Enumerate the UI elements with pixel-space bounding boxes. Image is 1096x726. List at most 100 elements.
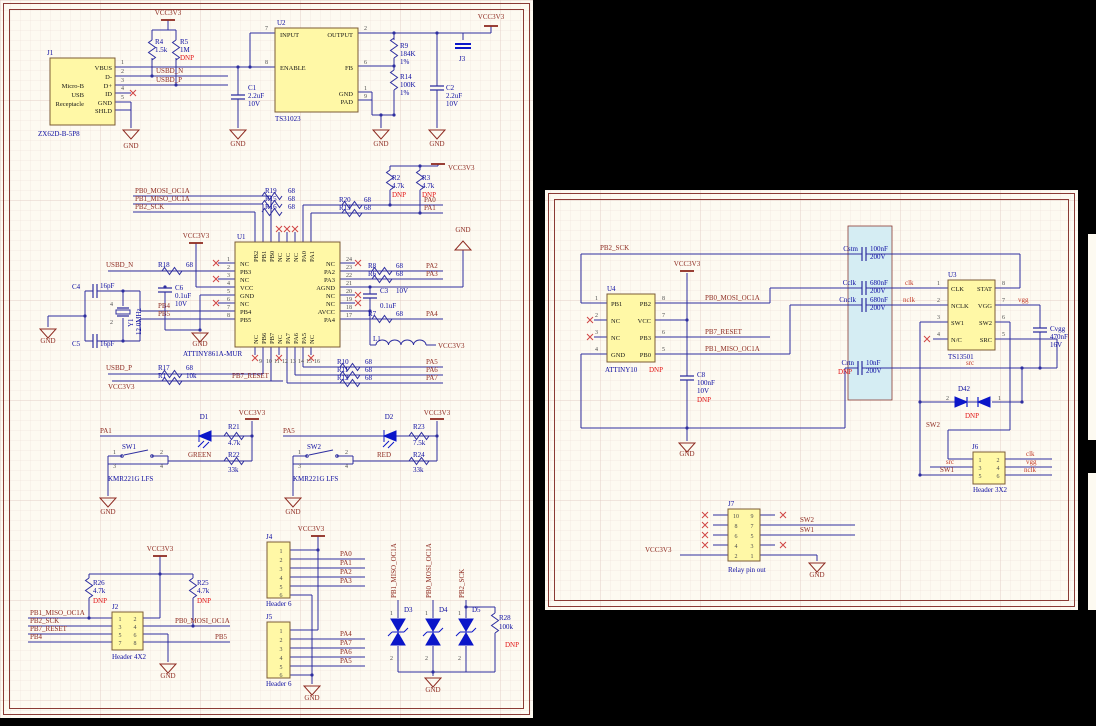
part-value[interactable]: 12.0MHz <box>135 308 143 335</box>
ref-designator[interactable]: D5 <box>472 606 481 614</box>
part-value[interactable]: 68 <box>365 366 373 374</box>
ref-designator[interactable]: Cclk <box>843 279 857 287</box>
ref-designator[interactable]: J2 <box>112 603 119 611</box>
part-value[interactable]: 100K <box>400 81 416 89</box>
dnp-flag[interactable]: DNP <box>422 191 436 199</box>
pin-number[interactable]: 5 <box>227 289 230 295</box>
net-label[interactable]: nclk <box>903 296 916 304</box>
net-label[interactable]: PA4 <box>426 310 438 318</box>
component-body[interactable] <box>947 279 996 351</box>
switch-lever[interactable] <box>307 449 337 465</box>
net-label[interactable]: GND <box>40 337 55 345</box>
component-body[interactable] <box>266 541 291 599</box>
pin-name[interactable]: PA0 <box>301 251 308 262</box>
net-label[interactable]: SW1 <box>940 466 955 474</box>
dnp-flag[interactable]: DNP <box>965 412 979 420</box>
pin-name[interactable]: PB6 <box>261 332 268 344</box>
pin-name[interactable]: AGND <box>316 285 335 292</box>
resistor[interactable] <box>84 577 94 599</box>
ref-designator[interactable]: R24 <box>413 451 425 459</box>
gnd-symbol[interactable] <box>427 129 447 140</box>
part-value[interactable]: 4.7k <box>93 587 106 595</box>
part-value[interactable]: 33k <box>228 466 239 474</box>
ref-designator[interactable]: Cnclk <box>839 296 856 304</box>
pin-number[interactable]: 1 <box>390 611 393 617</box>
net-label[interactable]: PB7_RESET <box>232 372 270 380</box>
ref-designator[interactable]: J3 <box>459 55 466 63</box>
inductor[interactable] <box>375 339 427 346</box>
resistor[interactable] <box>188 577 198 599</box>
ref-designator[interactable]: D4 <box>439 606 448 614</box>
pin-number[interactable]: 8 <box>265 60 268 66</box>
tvs-diode[interactable] <box>458 632 474 646</box>
pin-name[interactable]: GND <box>240 293 254 300</box>
pin-name[interactable]: PB2 <box>253 251 260 262</box>
pin-number[interactable]: 2 <box>458 656 461 662</box>
part-value[interactable]: 10V <box>396 287 408 295</box>
pin-number[interactable]: 2 <box>345 450 348 456</box>
pin-number[interactable]: 4 <box>997 466 1000 472</box>
net-label[interactable]: PB0_MOSI_OC1A <box>425 543 433 598</box>
part-value[interactable]: 680nF <box>870 279 888 287</box>
pin-name[interactable]: USB <box>71 92 84 99</box>
pin-name[interactable]: CLK <box>951 286 964 293</box>
pin-number[interactable]: 3 <box>280 567 283 573</box>
net-label[interactable]: PA1 <box>100 427 112 435</box>
pin-number[interactable]: 19 <box>346 297 352 303</box>
net-label[interactable]: PB0_MOSI_OC1A <box>175 617 230 625</box>
component-body[interactable] <box>49 57 116 126</box>
ref-designator[interactable]: R15 <box>265 195 277 203</box>
net-label[interactable]: PB5 <box>215 633 228 641</box>
pin-name[interactable]: PB3 <box>640 335 651 342</box>
pin-number[interactable]: 3 <box>751 544 754 550</box>
pin-number[interactable]: 8 <box>1002 281 1005 287</box>
part-value[interactable]: 4.7k <box>392 182 405 190</box>
net-label[interactable]: VCC3V3 <box>674 260 701 268</box>
resistor[interactable] <box>261 191 283 201</box>
pin-name[interactable]: PB1 <box>611 301 622 308</box>
pin-number[interactable]: 1 <box>227 257 230 263</box>
ref-designator[interactable]: R2 <box>392 174 401 182</box>
pin-name[interactable]: NC <box>611 335 620 342</box>
pin-name[interactable]: VCC <box>638 318 651 325</box>
tvs-diode[interactable] <box>390 618 406 632</box>
pin-number[interactable]: 13 <box>290 359 296 365</box>
pin-name[interactable]: NC <box>285 253 292 262</box>
resistor[interactable] <box>223 431 245 441</box>
capacitor[interactable] <box>857 361 863 375</box>
part-value[interactable]: 68 <box>288 195 296 203</box>
ref-designator[interactable]: R13 <box>339 204 351 212</box>
pin-name[interactable]: PB0 <box>269 251 276 262</box>
net-label[interactable]: VCC3V3 <box>298 525 325 533</box>
ref-designator[interactable]: R3 <box>422 174 431 182</box>
part-value[interactable]: ZX62D-B-5P8 <box>38 130 80 138</box>
pin-number[interactable]: 1 <box>458 611 461 617</box>
pin-name[interactable]: PB1 <box>261 251 268 262</box>
ref-designator[interactable]: R16 <box>265 203 277 211</box>
resistor[interactable] <box>408 431 430 441</box>
part-value[interactable]: 200V <box>866 367 882 375</box>
pin-number[interactable]: 2 <box>425 656 428 662</box>
part-value[interactable]: 68 <box>186 261 194 269</box>
part-value[interactable]: 10k <box>186 372 197 380</box>
component-body[interactable] <box>266 621 291 679</box>
tvs-diode[interactable] <box>425 632 441 646</box>
pin-name[interactable]: PA6 <box>293 332 300 344</box>
capacitor[interactable] <box>363 293 377 299</box>
resistor[interactable] <box>261 207 283 217</box>
pin-number[interactable]: 4 <box>595 347 598 353</box>
pin-name[interactable]: OUTPUT <box>327 32 353 39</box>
net-label[interactable]: VCC3V3 <box>424 409 451 417</box>
pin-name[interactable]: NC <box>253 335 260 344</box>
ref-designator[interactable]: R1 <box>158 372 167 380</box>
tvs-diode[interactable] <box>425 618 441 632</box>
gnd-symbol[interactable] <box>98 497 118 508</box>
net-label[interactable]: VCC3V3 <box>645 546 672 554</box>
pin-number[interactable]: 6 <box>280 673 283 679</box>
component-body[interactable] <box>606 293 656 363</box>
pin-number[interactable]: 1 <box>979 458 982 464</box>
part-value[interactable]: 184K <box>400 50 416 58</box>
ref-designator[interactable]: R21 <box>228 423 240 431</box>
ref-designator[interactable]: Y1 <box>127 318 135 327</box>
ref-designator[interactable]: L1 <box>373 335 381 343</box>
